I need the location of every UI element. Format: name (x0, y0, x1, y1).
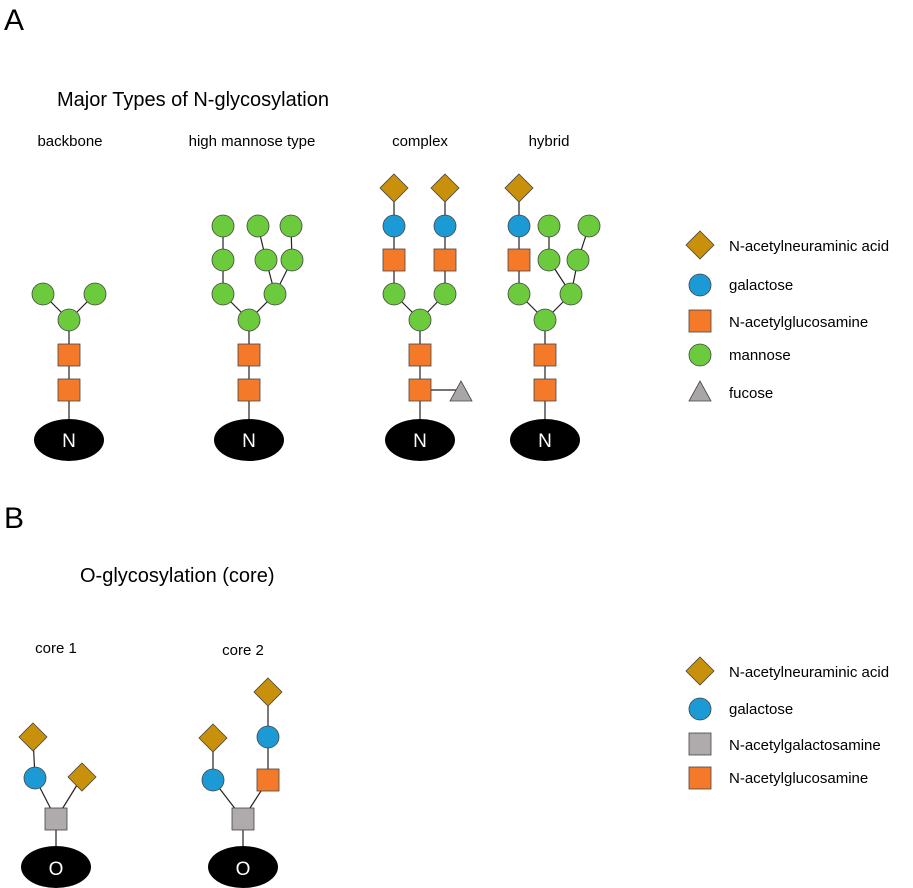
n-anchor-complex (385, 419, 455, 461)
galactose-residue (433, 214, 457, 238)
legend-a-label-galactose: galactose (729, 277, 793, 294)
mannose-residue (533, 308, 557, 332)
column-title-backbone: backbone (37, 133, 102, 150)
legend-b-glucosamine-icon (688, 766, 712, 790)
n-acetylglucosamine-residue (533, 343, 557, 367)
n-anchor-high-mannose (214, 419, 284, 461)
n-acetylneuraminic-acid-residue (198, 723, 228, 753)
mannose-residue (507, 282, 531, 306)
n-acetylglucosamine-residue (57, 378, 81, 402)
column-title-complex: complex (392, 133, 448, 150)
o-anchor-core2 (208, 846, 278, 888)
anchor-label-hybrid: N (538, 431, 552, 452)
anchor-residues (21, 419, 580, 888)
mannose-residue (433, 282, 457, 306)
n-acetylglucosamine-residue (382, 248, 406, 272)
n-acetylneuraminic-acid-residue (504, 173, 534, 203)
legend-a-label-mannose: mannose (729, 347, 791, 364)
mannose-residue (408, 308, 432, 332)
column-title-high-mannose: high mannose type (189, 133, 316, 150)
column-title-hybrid: hybrid (529, 133, 570, 150)
mannose-residue (559, 282, 583, 306)
mannose-residue (246, 214, 270, 238)
legend-b-label-neuraminic: N-acetylneuraminic acid (729, 664, 889, 681)
panel-a-label: A (4, 4, 24, 37)
mannose-residue (254, 248, 278, 272)
n-acetylgalactosamine-residue (44, 807, 68, 831)
anchor-label-backbone: N (62, 431, 76, 452)
n-acetylglucosamine-residue (237, 378, 261, 402)
glycan-residues (18, 173, 715, 831)
galactose-residue (256, 725, 280, 749)
n-anchor-hybrid (510, 419, 580, 461)
n-acetylglucosamine-residue (408, 378, 432, 402)
anchor-label-core1: O (49, 859, 64, 880)
n-acetylglucosamine-residue (57, 343, 81, 367)
panel-a-title: Major Types of N-glycosylation (57, 89, 329, 111)
n-acetylneuraminic-acid-residue (379, 173, 409, 203)
mannose-residue (83, 282, 107, 306)
panel-b-label: B (4, 502, 24, 535)
mannose-residue (211, 214, 235, 238)
n-acetylglucosamine-residue (533, 378, 557, 402)
mannose-residue (537, 248, 561, 272)
mannose-residue (566, 248, 590, 272)
o-anchor-core1 (21, 846, 91, 888)
n-acetylneuraminic-acid-residue (253, 677, 283, 707)
mannose-residue (280, 248, 304, 272)
n-acetylglucosamine-residue (237, 343, 261, 367)
panel-b-title: O-glycosylation (core) (80, 565, 275, 587)
mannose-residue (537, 214, 561, 238)
legend-b-galactose-icon (688, 697, 712, 721)
mannose-residue (31, 282, 55, 306)
n-acetylglucosamine-residue (408, 343, 432, 367)
legend-a-mannose-icon (688, 343, 712, 367)
legend-a-fucose-icon (688, 380, 712, 402)
legend-a-neuraminic-icon (685, 230, 715, 260)
legend-b-label-glucosamine: N-acetylglucosamine (729, 770, 868, 787)
mannose-residue (279, 214, 303, 238)
column-title-core2: core 2 (222, 642, 264, 659)
legend-a-label-glucosamine: N-acetylglucosamine (729, 314, 868, 331)
column-title-core1: core 1 (35, 640, 77, 657)
galactose-residue (23, 766, 47, 790)
legend-b-galactosamine-icon (688, 732, 712, 756)
legend-a-glucosamine-icon (688, 309, 712, 333)
n-acetylglucosamine-residue (256, 768, 280, 792)
mannose-residue (577, 214, 601, 238)
legend-a-galactose-icon (688, 273, 712, 297)
galactose-residue (382, 214, 406, 238)
mannose-residue (57, 308, 81, 332)
anchor-label-complex: N (413, 431, 427, 452)
n-acetylgalactosamine-residue (231, 807, 255, 831)
n-acetylneuraminic-acid-residue (430, 173, 460, 203)
galactose-residue (507, 214, 531, 238)
legend-a-label-fucose: fucose (729, 385, 773, 402)
legend-b-label-galactosamine: N-acetylgalactosamine (729, 737, 881, 754)
mannose-residue (263, 282, 287, 306)
anchor-label-high-mannose: N (242, 431, 256, 452)
legend-b-label-galactose: galactose (729, 701, 793, 718)
fucose-residue (449, 380, 473, 402)
legend-a-label-neuraminic: N-acetylneuraminic acid (729, 238, 889, 255)
mannose-residue (382, 282, 406, 306)
mannose-residue (211, 282, 235, 306)
legend-b-neuraminic-icon (685, 656, 715, 686)
anchor-label-core2: O (236, 859, 251, 880)
mannose-residue (211, 248, 235, 272)
n-acetylglucosamine-residue (433, 248, 457, 272)
glycan-bonds (32, 186, 590, 862)
n-anchor-backbone (34, 419, 104, 461)
mannose-residue (237, 308, 261, 332)
galactose-residue (201, 768, 225, 792)
n-acetylneuraminic-acid-residue (18, 722, 48, 752)
n-acetylglucosamine-residue (507, 248, 531, 272)
n-acetylneuraminic-acid-residue (67, 762, 97, 792)
